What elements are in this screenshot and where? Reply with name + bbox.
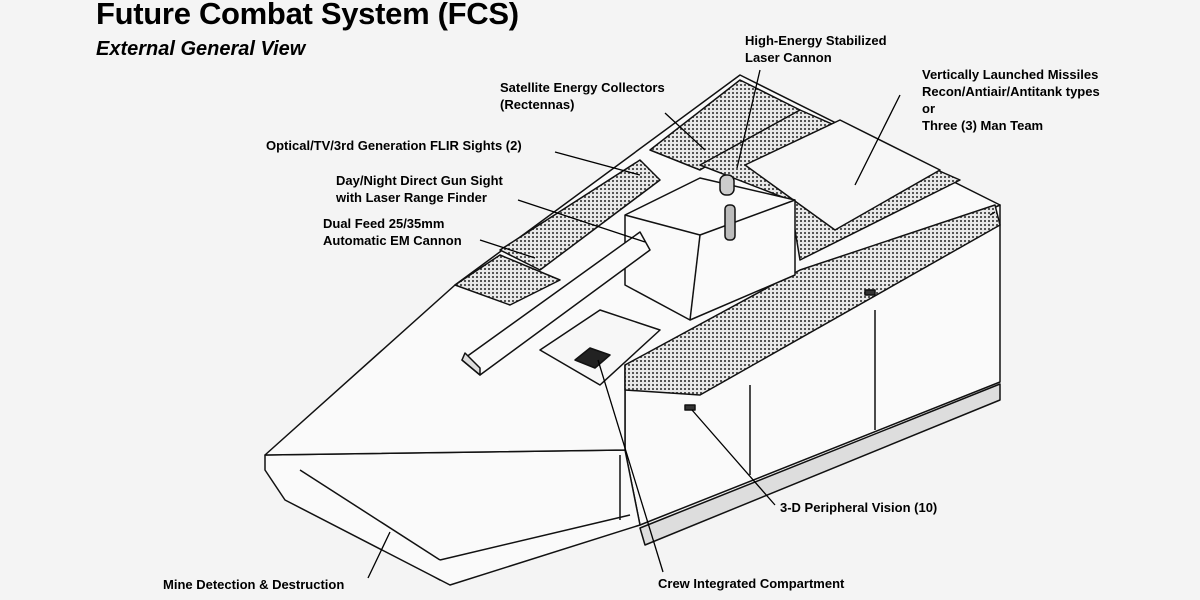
- crew-hatch: [539, 309, 661, 386]
- label-line: Laser Cannon: [745, 50, 832, 65]
- missile-hatch: [744, 119, 941, 231]
- label-line: Recon/Antiair/Antitank types: [922, 84, 1100, 99]
- label-mine-detection: Mine Detection & Destruction: [163, 577, 345, 592]
- leader-lines: [367, 69, 901, 579]
- track: [639, 383, 1001, 546]
- page-title: Future Combat System (FCS): [96, 0, 519, 31]
- label-line: Satellite Energy Collectors: [500, 80, 665, 95]
- label-line: Vertically Launched Missiles: [922, 67, 1099, 82]
- label-rectennas: Satellite Energy Collectors (Rectennas): [500, 79, 665, 113]
- turret: [624, 177, 796, 321]
- label-line: Dual Feed 25/35mm: [323, 216, 445, 231]
- label-line: with Laser Range Finder: [336, 190, 487, 205]
- hatch-opening: [574, 347, 611, 369]
- label-missiles: Vertically Launched Missiles Recon/Antia…: [922, 66, 1100, 134]
- rectenna-panel: [454, 254, 561, 306]
- label-line: or: [922, 101, 935, 116]
- label-line: Day/Night Direct Gun Sight: [336, 173, 503, 188]
- label-em-cannon: Dual Feed 25/35mm Automatic EM Cannon: [323, 215, 462, 249]
- label-line: Automatic EM Cannon: [323, 233, 462, 248]
- rectenna-panel: [624, 204, 1001, 396]
- laser-cannon-mount: [719, 174, 735, 196]
- label-line: Three (3) Man Team: [922, 118, 1044, 133]
- rectenna-panel: [499, 159, 661, 271]
- label-flir-sights: Optical/TV/3rd Generation FLIR Sights (2…: [266, 138, 522, 153]
- hull-front: [264, 449, 641, 586]
- label-line: High-Energy Stabilized: [745, 33, 887, 48]
- label-laser-cannon: High-Energy Stabilized Laser Cannon: [745, 32, 887, 66]
- laser-cannon: [724, 204, 736, 241]
- label-gun-sight: Day/Night Direct Gun Sight with Laser Ra…: [336, 172, 503, 206]
- label-crew-compartment: Crew Integrated Compartment: [658, 576, 845, 591]
- page-subtitle: External General View: [96, 38, 306, 60]
- label-line: (Rectennas): [500, 97, 575, 112]
- label-peripheral-vision: 3-D Peripheral Vision (10): [780, 500, 938, 515]
